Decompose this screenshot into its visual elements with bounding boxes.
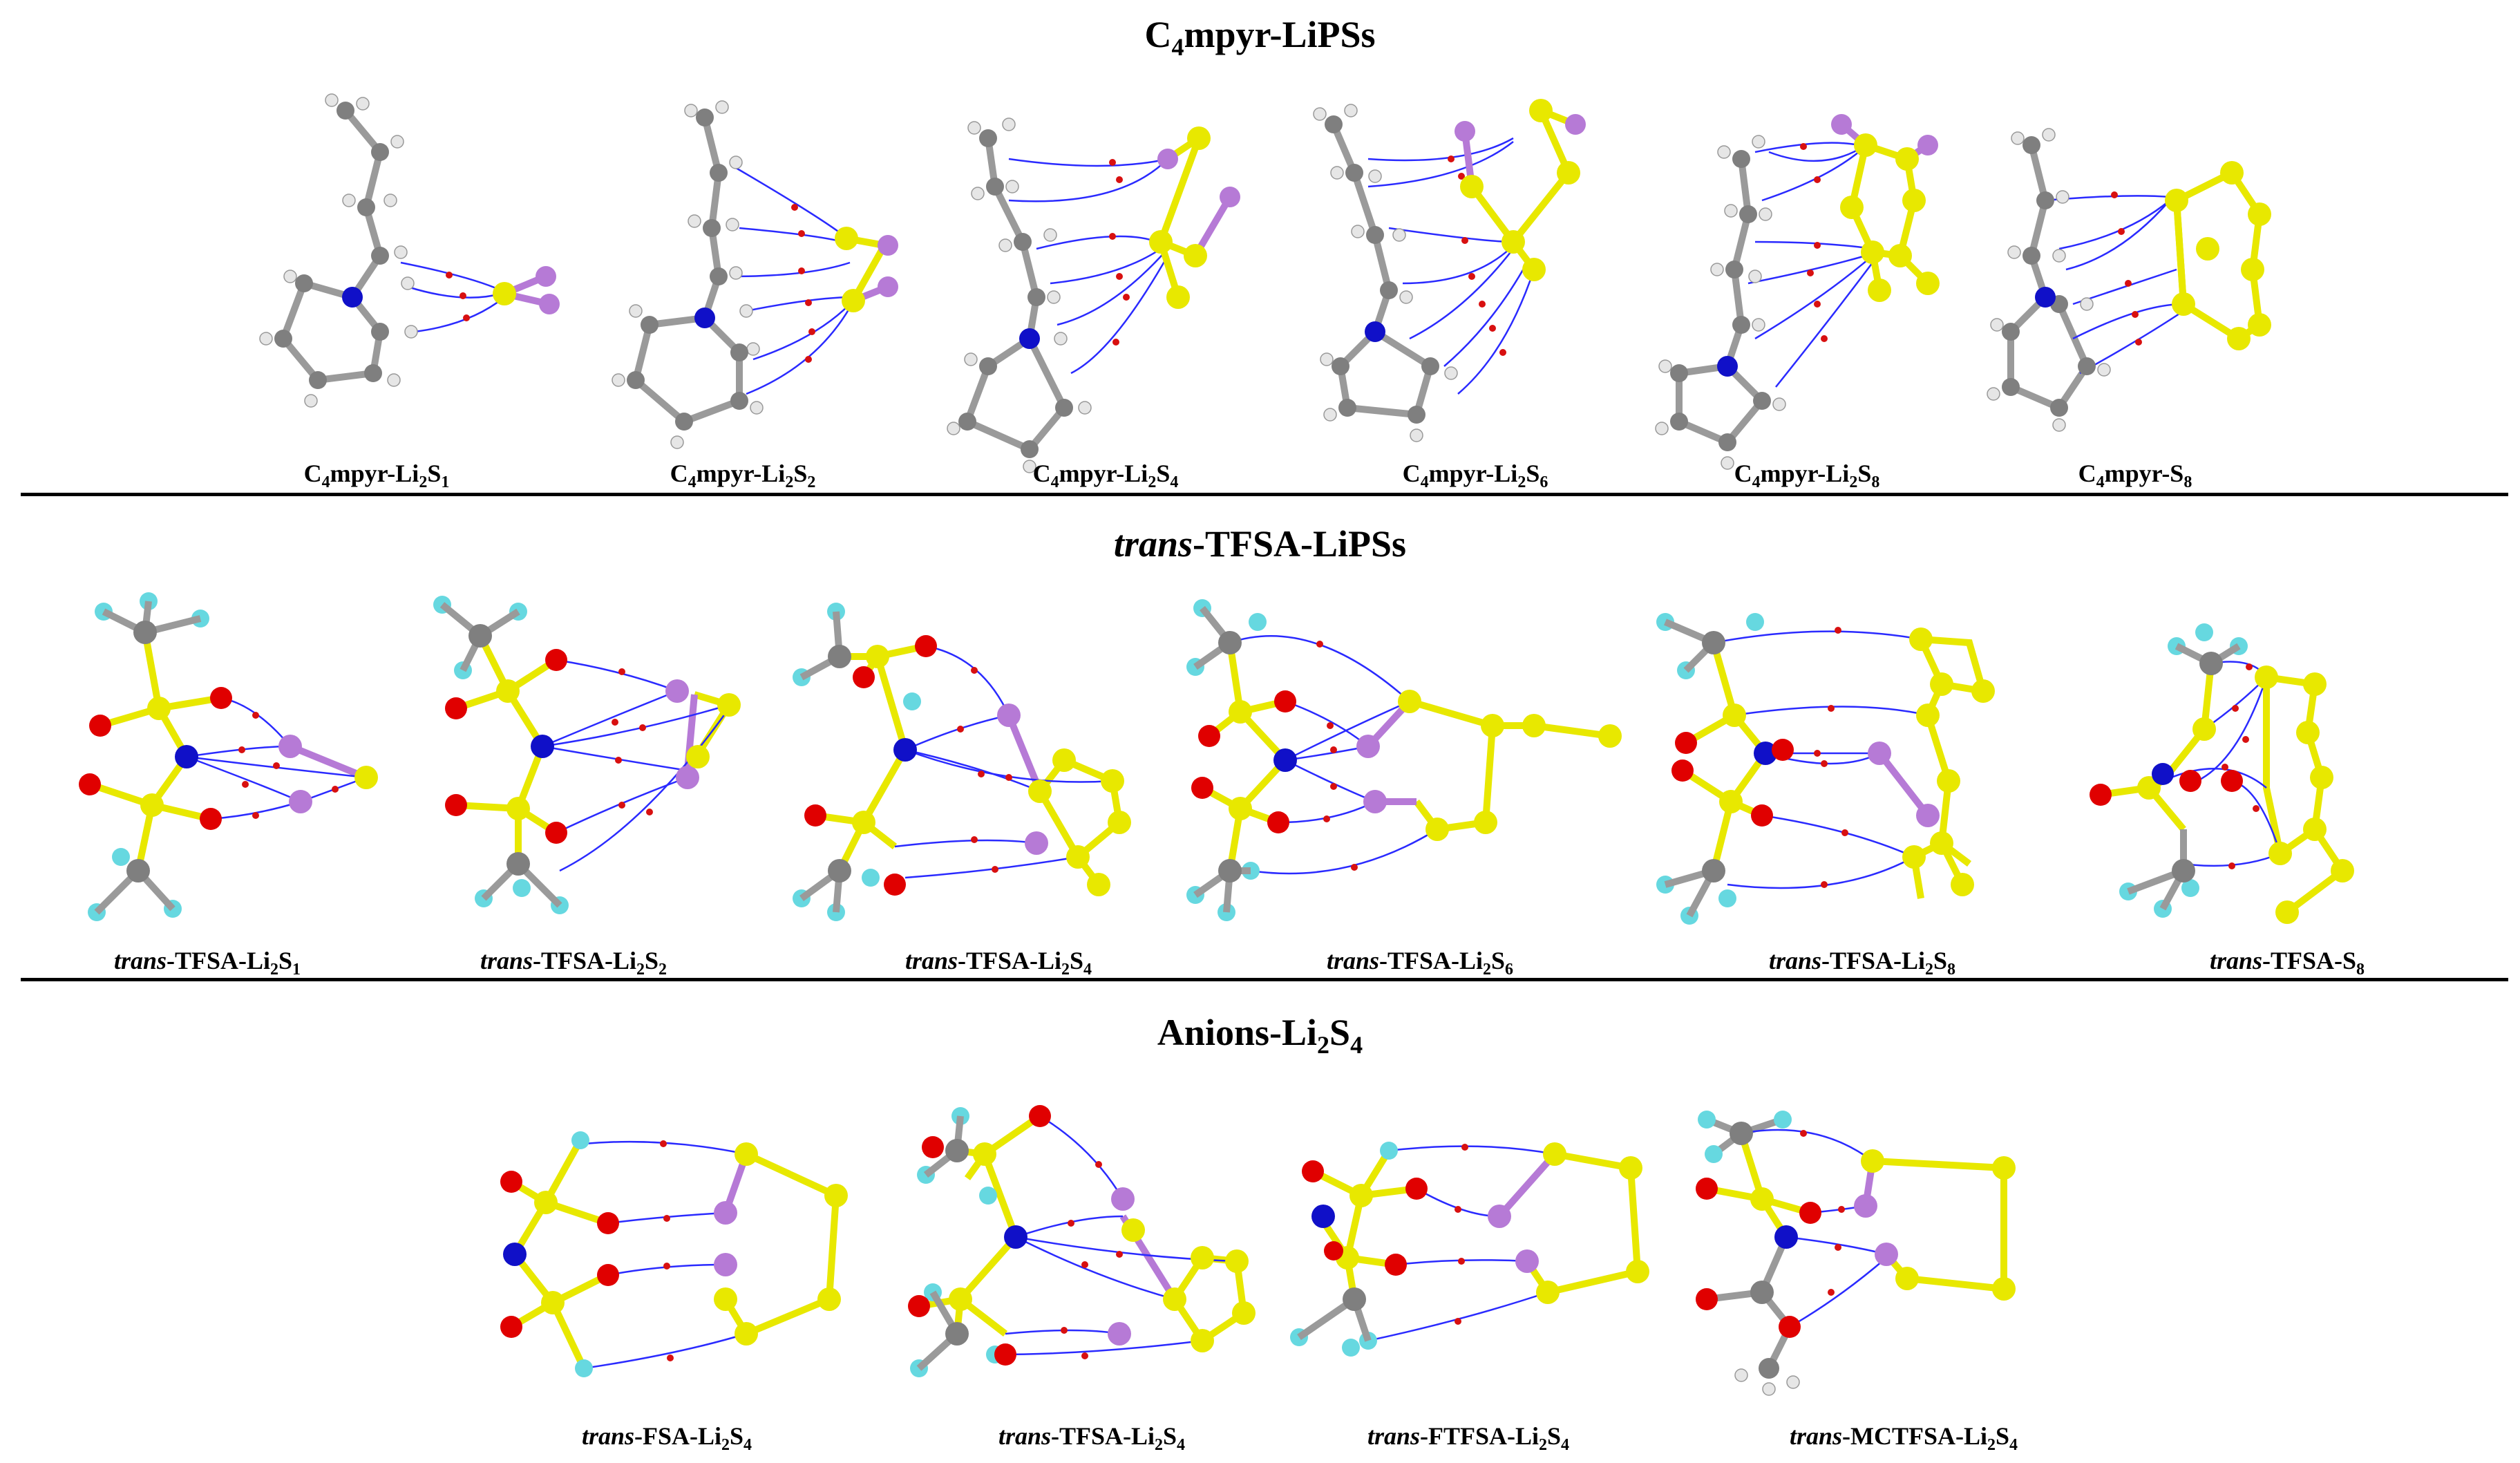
molecule-trans-tfsa-s8 [2059,581,2474,940]
molecule-label: trans-TFSA-Li2S1 [113,947,301,979]
molecule-anions-trans-tfsa-li2s4 [857,1078,1299,1403]
molecule-label: trans-TFSA-Li2S4 [904,947,1092,979]
molecule-label: trans-FTFSA-Li2S4 [1367,1422,1570,1454]
molecule-label: trans-TFSA-Li2S8 [1768,947,1956,979]
molecule-label: trans-FSA-Li2S4 [581,1422,752,1454]
structure-diagram [947,117,1240,473]
molecule-c4mpyr-li2s2 [608,76,967,463]
molecule-c4mpyr-li2s6 [1313,76,1672,463]
molecule-trans-tfsa-li2s6 [1175,581,1672,940]
section-divider [21,978,2508,981]
section-title-anions: Anions-Li2S4 [1157,1012,1363,1059]
structure-diagram [259,93,560,408]
molecule-trans-fsa-li2s4 [470,1078,884,1403]
molecule-trans-tfsa-li2s8 [1645,581,2018,940]
molecule-label: C4mpyr-S8 [2078,460,2192,491]
section-title-trans-tfsa: trans-TFSA-LiPSs [1113,523,1407,565]
molecule-label: C4mpyr-Li2S6 [1402,460,1548,491]
structure-diagram [433,596,741,914]
structure-diagram [1313,99,1586,442]
structure-diagram [1987,128,2271,432]
molecule-label: trans-TFSA-S8 [2209,947,2365,979]
molecule-trans-tfsa-li2s4 [774,581,1188,940]
structure-diagram [1656,613,1995,925]
structure-diagram [2090,623,2354,924]
section-divider [21,493,2508,496]
structure-diagram [1290,1142,1649,1357]
structure-diagram [1696,1111,2016,1396]
molecule-label: C4mpyr-Li2S1 [303,460,450,491]
structure-diagram [908,1105,1256,1377]
structure-diagram [1186,599,1622,921]
molecule-c4mpyr-s8 [1969,76,2329,463]
molecule-label: C4mpyr-Li2S4 [1032,460,1179,491]
molecule-c4mpyr-li2s1 [242,76,601,463]
structure-diagram [612,100,898,449]
molecule-label: trans-TFSA-Li2S2 [480,947,667,979]
molecule-trans-tfsa-li2s2 [415,581,760,940]
structure-diagram [79,592,378,921]
molecule-trans-tfsa-li2s1 [62,581,408,940]
structure-diagram [500,1131,848,1377]
molecule-label: trans-TFSA-Li2S4 [998,1422,1186,1454]
molecule-c4mpyr-li2s8 [1645,76,2004,470]
molecule-label: C4mpyr-Li2S8 [1734,460,1880,491]
section-title-c4mpyr: C4mpyr-LiPSs [1144,14,1376,61]
structure-diagram [1655,114,1940,470]
molecule-label: trans-TFSA-Li2S6 [1326,947,1514,979]
structure-diagram [793,603,1131,921]
molecule-c4mpyr-li2s4 [947,76,1306,473]
molecule-label: trans-MCTFSA-Li2S4 [1789,1422,2018,1454]
molecule-trans-ftfsa-li2s4 [1258,1078,1672,1403]
molecule-label: C4mpyr-Li2S2 [670,460,816,491]
molecule-trans-mctfsa-li2s4 [1665,1078,2080,1403]
